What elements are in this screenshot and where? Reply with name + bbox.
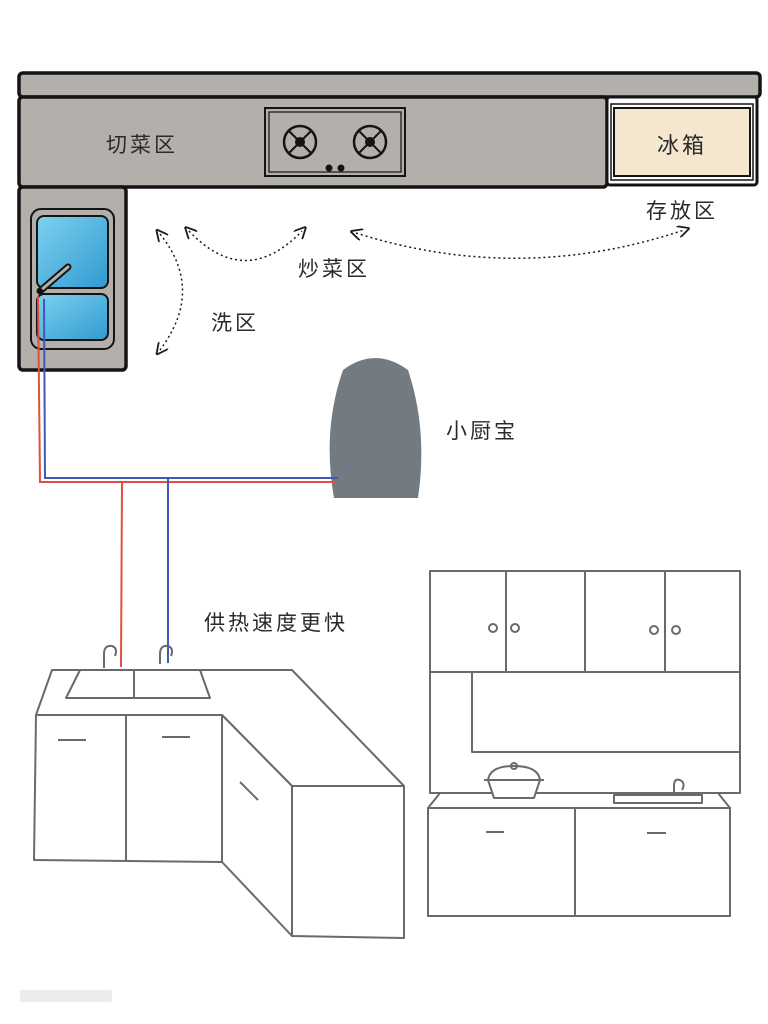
- stove: [264, 107, 406, 177]
- faster-heat-label: 供热速度更快: [204, 611, 348, 635]
- floor-plan: 冰箱 切菜区: [17, 71, 762, 668]
- workflow-arrow-wash: [160, 234, 184, 350]
- prep-area-label: 切菜区: [106, 133, 178, 157]
- sink-basin-lower: [36, 293, 109, 341]
- straight-kitchen-sketch: [427, 570, 741, 917]
- stove-burner-icon: [352, 124, 388, 160]
- faucet-icon: [673, 778, 685, 796]
- stove-knob-icon: [325, 164, 333, 172]
- stove-knob-icon: [337, 164, 345, 172]
- back-wall: [17, 71, 762, 99]
- cold-water-pipe: [43, 298, 338, 663]
- washing-area-label: 洗区: [211, 311, 259, 335]
- sink-basin-upper: [36, 215, 109, 289]
- water-heater: [329, 358, 422, 498]
- water-heater-label: 小厨宝: [446, 419, 518, 443]
- faucet-icon: [36, 263, 72, 295]
- cooking-area-label: 炒菜区: [298, 257, 370, 281]
- faucet-icon: [103, 644, 173, 668]
- workflow-arrow-storage: [356, 230, 684, 260]
- fridge: [613, 107, 751, 177]
- watermark: [20, 990, 112, 1002]
- storage-area-label: 存放区: [646, 199, 718, 223]
- pot-icon: [484, 762, 544, 799]
- workflow-arrow-cook: [189, 231, 302, 262]
- stove-burner-icon: [282, 124, 318, 160]
- l-cabinet-sketch: [33, 644, 405, 939]
- sink: [30, 208, 115, 350]
- fridge-label: 冰箱: [657, 134, 707, 159]
- hot-water-pipe: [37, 295, 336, 668]
